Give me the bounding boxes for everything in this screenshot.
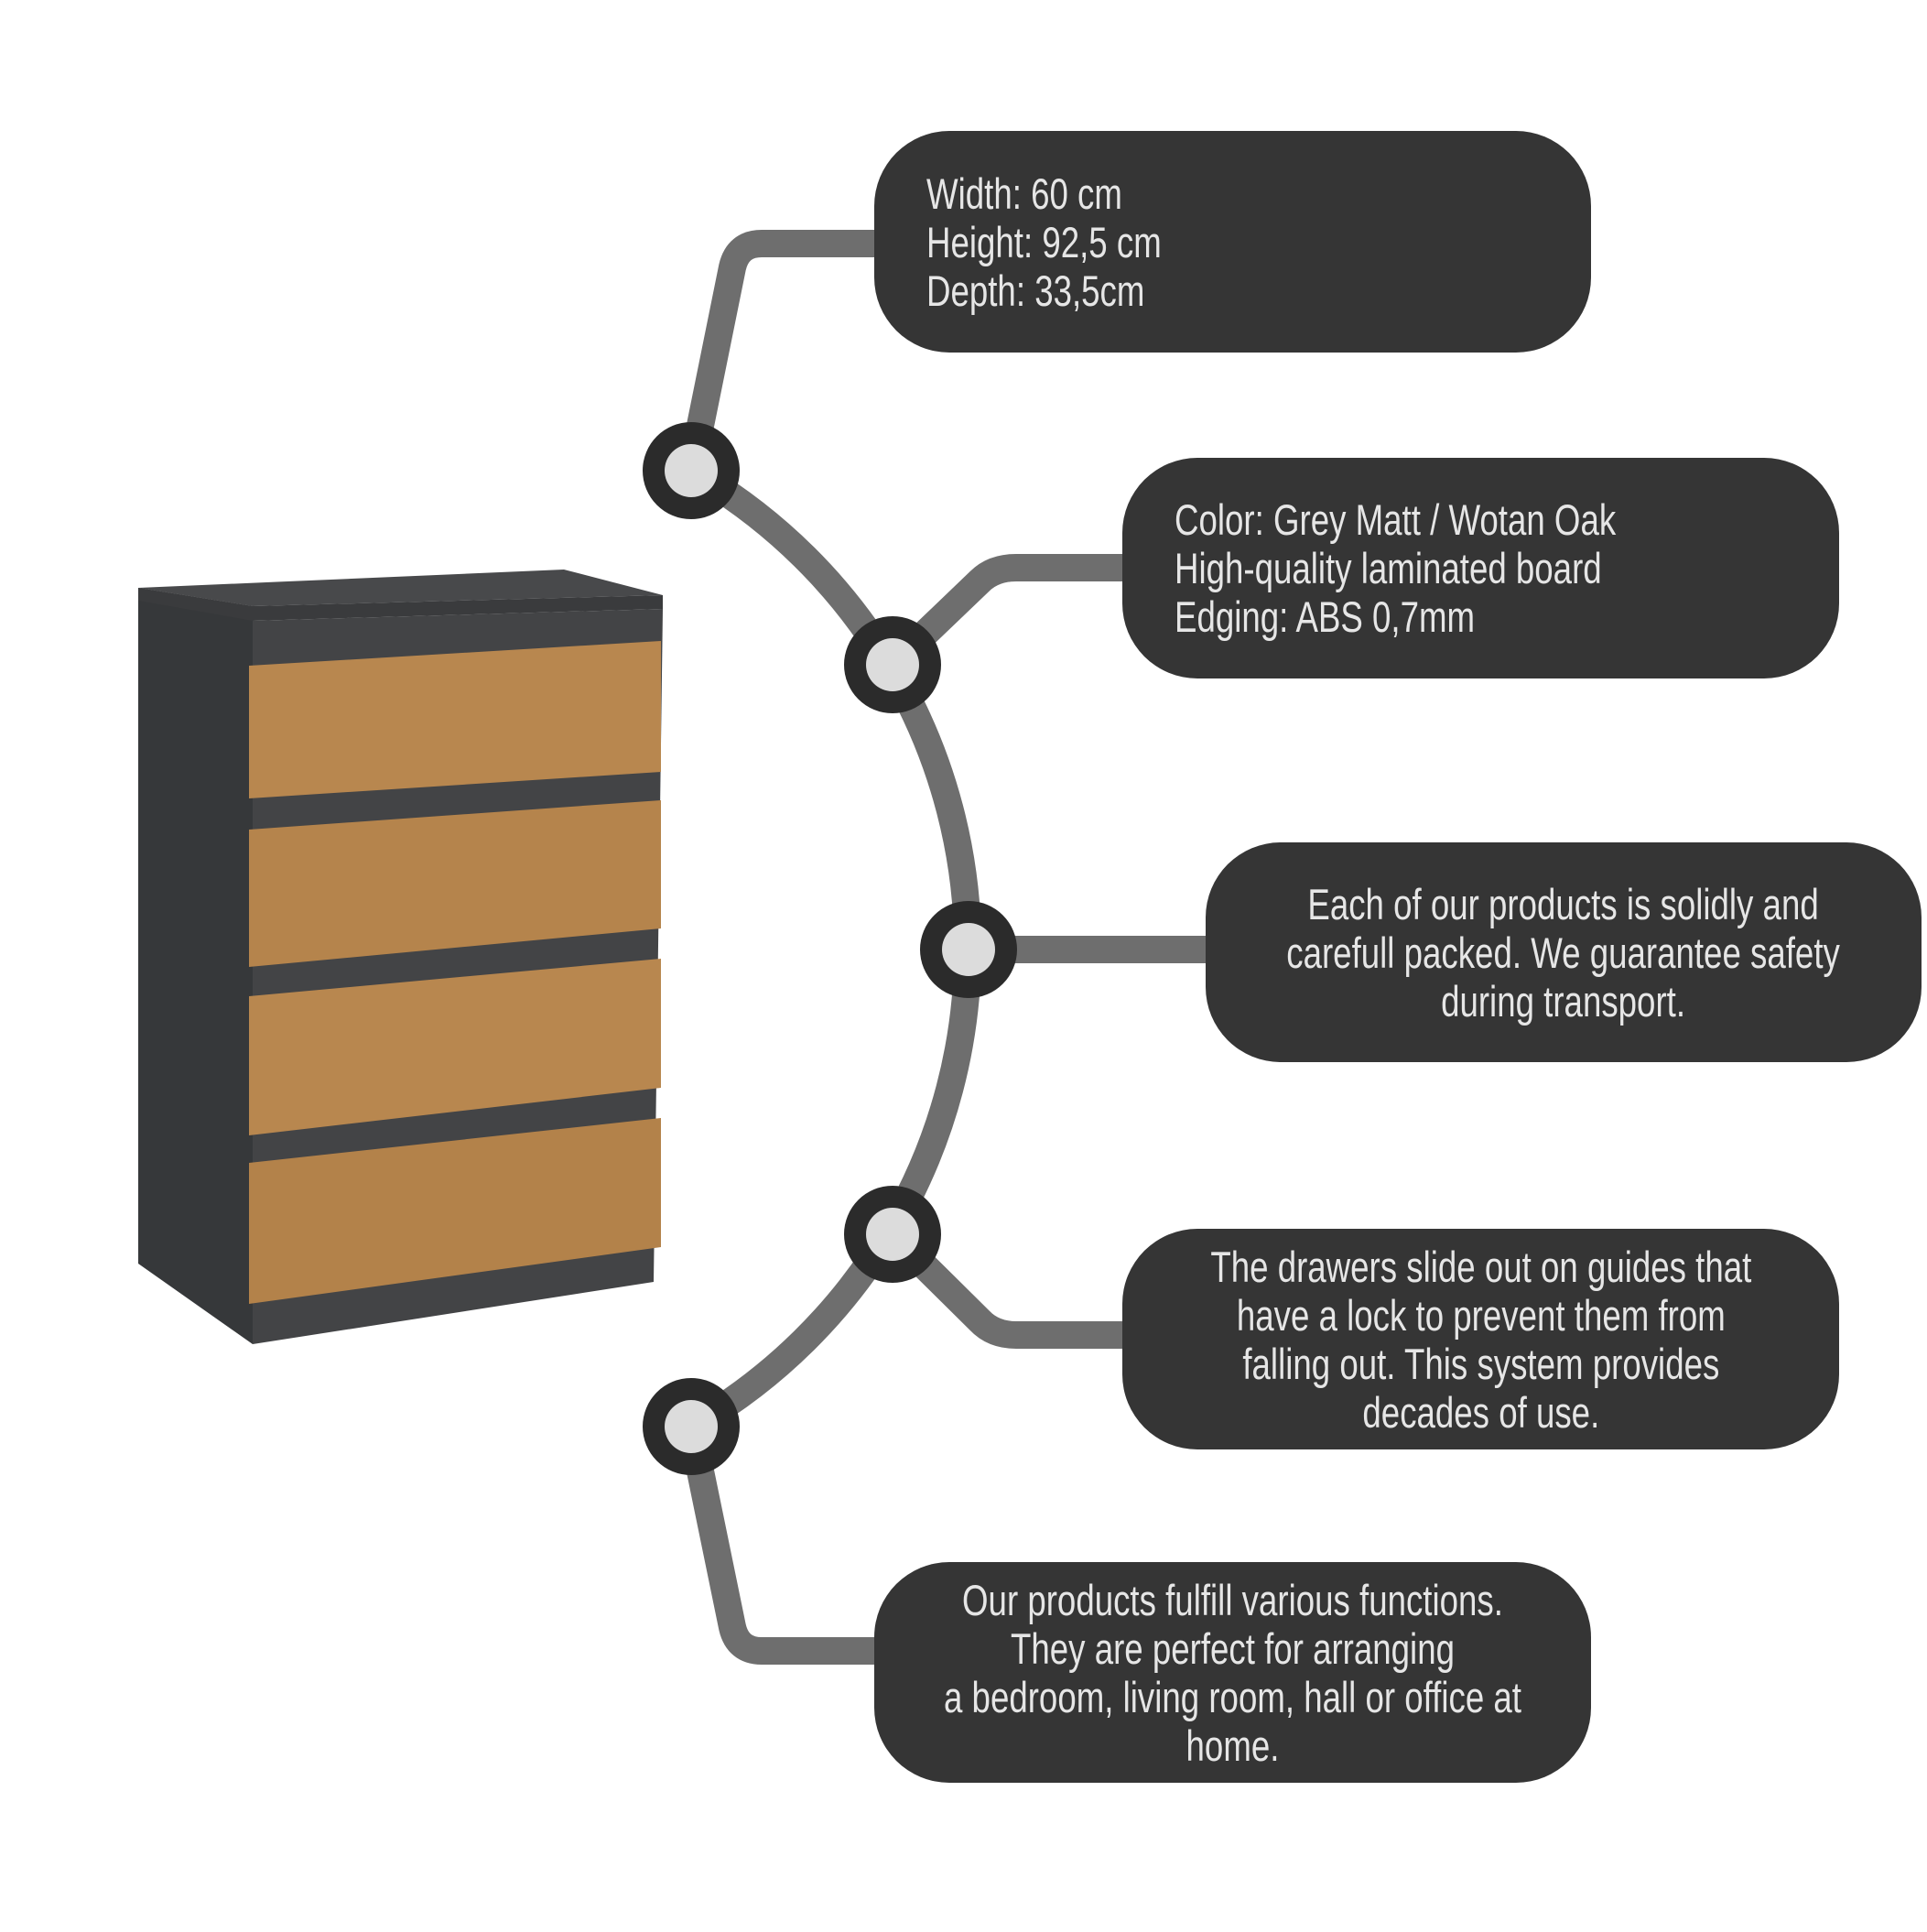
- feature-text: carefull packed. We guarantee safety: [1286, 928, 1841, 977]
- node-3: [920, 901, 1017, 998]
- chest-of-drawers-image: [138, 570, 663, 1344]
- feature-text: home.: [1185, 1720, 1280, 1770]
- feature-text: Height: 92,5 cm: [926, 217, 1162, 266]
- feature-text: High-quality laminated board: [1175, 544, 1602, 592]
- drawer-4: [249, 1118, 661, 1304]
- feature-text: decades of use.: [1362, 1387, 1599, 1437]
- feature-text: They are perfect for arranging: [1011, 1623, 1455, 1673]
- feature-box-drawer-guides: The drawers slide out on guides that hav…: [1122, 1229, 1839, 1449]
- feature-text: Each of our products is solidly and: [1307, 879, 1820, 928]
- feature-box-packaging: Each of our products is solidly and care…: [1206, 842, 1922, 1062]
- connector-2: [882, 554, 1128, 675]
- feature-text: Edging: ABS 0,7mm: [1175, 592, 1476, 641]
- feature-box-usage: Our products fulfill various functions. …: [874, 1562, 1591, 1783]
- feature-box-material: Color: Grey Matt / Wotan Oak High-qualit…: [1122, 458, 1839, 678]
- feature-text: falling out. This system provides: [1242, 1339, 1719, 1388]
- connector-4: [882, 1224, 1128, 1349]
- connector-5: [677, 1423, 881, 1665]
- feature-text: Depth: 33,5cm: [926, 266, 1145, 315]
- node-2: [844, 616, 941, 713]
- feature-text: Our products fulfill various functions.: [962, 1575, 1503, 1624]
- feature-text: during transport.: [1441, 976, 1686, 1026]
- feature-text: The drawers slide out on guides that: [1210, 1242, 1751, 1291]
- drawer-3: [249, 959, 661, 1135]
- nodes: [643, 422, 1017, 1475]
- feature-text: a bedroom, living room, hall or office a…: [944, 1672, 1522, 1721]
- node-1: [643, 422, 740, 519]
- node-4: [844, 1186, 941, 1283]
- feature-box-dimensions: Width: 60 cm Height: 92,5 cm Depth: 33,5…: [874, 131, 1591, 353]
- feature-text: Color: Grey Matt / Wotan Oak: [1175, 495, 1617, 544]
- connector-1: [677, 230, 881, 473]
- chest-top-edge: [138, 588, 663, 621]
- node-5: [643, 1378, 740, 1475]
- feature-text: Width: 60 cm: [926, 168, 1122, 218]
- chest-top: [138, 570, 663, 606]
- drawer-2: [249, 800, 661, 967]
- chest-side: [138, 588, 253, 1344]
- drawer-1: [249, 641, 661, 798]
- feature-text: have a lock to prevent them from: [1236, 1290, 1726, 1340]
